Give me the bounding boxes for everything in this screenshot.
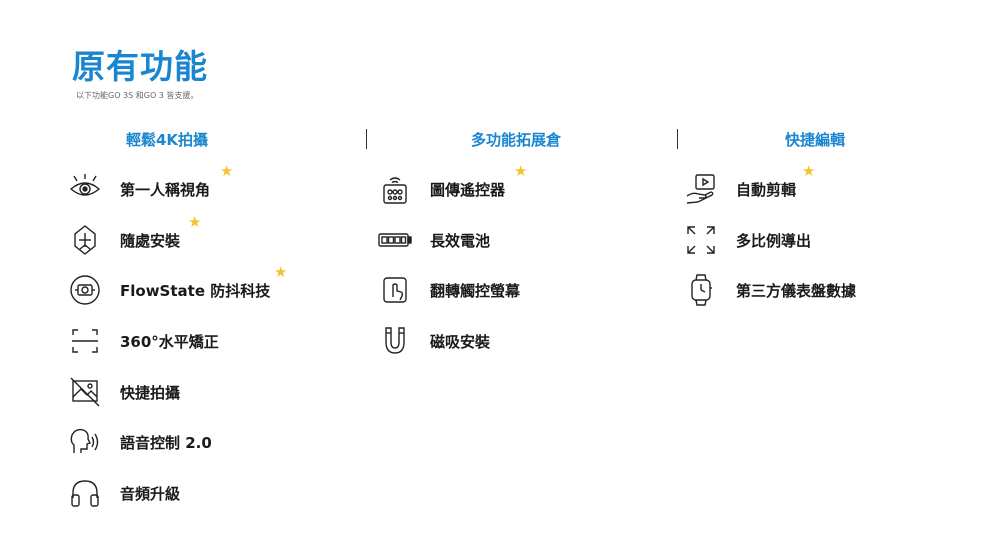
feature-label: 音頻升級 <box>120 485 181 503</box>
star-icon: ★ <box>188 213 202 231</box>
auto-edit-icon <box>684 172 718 206</box>
feature-label: 360°水平矯正 <box>120 333 219 351</box>
feature-label: 翻轉觸控螢幕 <box>430 282 521 300</box>
touchscreen-icon <box>378 273 412 307</box>
stabilization-icon <box>68 273 102 307</box>
aspect-ratio-icon <box>684 223 718 257</box>
feature-label: 語音控制 2.0 <box>120 434 212 452</box>
feature-label: 多比例導出 <box>736 232 812 250</box>
star-icon: ★ <box>274 263 288 281</box>
horizon-icon <box>68 324 102 358</box>
remote-icon <box>378 172 412 206</box>
headphones-icon <box>68 476 102 510</box>
feature-label: 隨處安裝 <box>120 232 181 250</box>
quick-shot-icon <box>68 375 102 409</box>
voice-icon <box>68 425 102 459</box>
column-divider <box>366 129 367 149</box>
feature-label: 第一人稱視角 <box>120 181 211 199</box>
feature-label: 第三方儀表盤數據 <box>736 282 857 300</box>
star-icon: ★ <box>802 162 816 180</box>
feature-label: 快捷拍攝 <box>120 384 181 402</box>
column-heading-4k: 輕鬆4K拍攝 <box>125 131 209 149</box>
column-divider <box>677 129 678 149</box>
page-title: 原有功能 <box>72 47 208 86</box>
star-icon: ★ <box>220 162 234 180</box>
feature-label: 圖傳遙控器 <box>430 181 506 199</box>
eye-icon <box>68 172 102 206</box>
column-heading-edit: 快捷編輯 <box>784 131 845 149</box>
feature-label: FlowState 防抖科技 <box>120 282 271 300</box>
feature-label: 自動剪輯 <box>736 181 797 199</box>
column-heading-dock: 多功能拓展倉 <box>470 131 561 149</box>
feature-label: 磁吸安裝 <box>430 333 491 351</box>
watch-icon <box>684 273 718 307</box>
star-icon: ★ <box>514 162 528 180</box>
page-subtitle: 以下功能GO 3S 和GO 3 皆支援。 <box>76 91 199 100</box>
magnet-icon <box>378 324 412 358</box>
feature-label: 長效電池 <box>430 232 491 250</box>
mount-icon <box>68 223 102 257</box>
battery-icon <box>378 223 412 257</box>
